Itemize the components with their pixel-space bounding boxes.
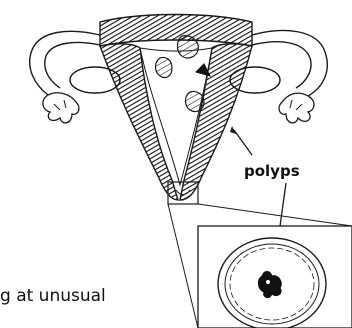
right-uterine-wall <box>180 44 252 200</box>
left-fimbriae <box>43 93 79 123</box>
right-fallopian-tube <box>252 31 327 96</box>
uterine-polyp-lower <box>186 91 205 111</box>
polyps-label: polyps <box>244 162 300 180</box>
uterine-fundus <box>100 15 252 47</box>
caption-fragment: g at unusual <box>0 286 106 306</box>
uterine-polyp-left <box>156 57 173 77</box>
left-fallopian-tube <box>30 31 100 95</box>
right-fimbriae <box>279 93 314 123</box>
polyps-pointer-upper <box>230 126 252 155</box>
